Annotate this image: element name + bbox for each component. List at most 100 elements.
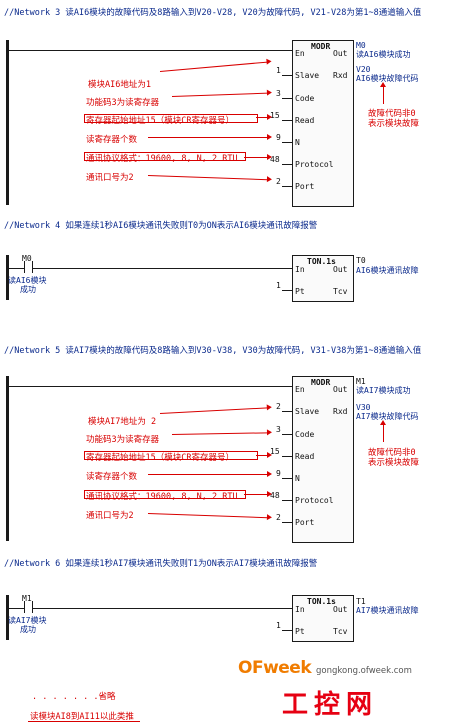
contact-var: M1 (22, 594, 32, 603)
rxd-desc: AI7模块故障代码 (356, 412, 419, 421)
input-wire (282, 411, 292, 412)
annotation-box (84, 490, 246, 499)
timer-name: TON.1s (307, 257, 336, 266)
pin-protocol: Protocol (295, 496, 334, 505)
pin-port: Port (295, 518, 315, 527)
timer-name: TON.1s (307, 597, 336, 606)
out-desc: 读AI6模块成功 (356, 50, 411, 59)
pin-port: Port (295, 182, 315, 191)
input-wire (282, 456, 292, 457)
n-value: 9 (276, 469, 281, 478)
out-desc: AI7模块通讯故障 (356, 606, 419, 615)
input-wire (282, 186, 292, 187)
pin-rxd: Rxd (333, 71, 348, 80)
rxd-var: V30 (356, 403, 371, 412)
annotation-arrow (159, 61, 268, 72)
code-value: 3 (276, 425, 281, 434)
annotation-protocol: 通讯协议格式：19600, 8, N, 2 RTU (86, 492, 238, 502)
n-value: 9 (276, 133, 281, 142)
contact-var: M0 (22, 254, 32, 263)
note-line2: 表示模块故障 (368, 458, 420, 468)
input-wire (282, 120, 292, 121)
contact-bar (24, 601, 25, 613)
pin-out: Out (333, 605, 348, 614)
input-wire (282, 75, 292, 76)
network-3-title: //Network 3 读AI6模块的故障代码及8路输入到V20-V28, V2… (4, 8, 422, 18)
pt-value: 1 (276, 281, 281, 290)
pin-rxd: Rxd (333, 407, 348, 416)
modr-block[interactable]: MODR En Out Rxd Slave Code Read N Protoc… (292, 40, 354, 207)
annotation-arrow (148, 471, 272, 477)
annotation-arrow (159, 407, 268, 414)
annotation-read: 寄存器起始地址15（模块CR寄存器号） (86, 116, 234, 126)
out-desc: 读AI7模块成功 (356, 386, 411, 395)
power-rail (6, 40, 9, 205)
annotation-port: 通讯口号为2 (86, 511, 134, 521)
input-wire (282, 630, 292, 631)
annotation-arrow (147, 175, 268, 181)
annotation-box (84, 114, 258, 123)
pin-in: In (295, 265, 305, 274)
block-name: MODR (311, 42, 331, 51)
annotation-box (84, 152, 246, 161)
annotation-read: 寄存器起始地址15（模块CR寄存器号） (86, 453, 234, 463)
out-desc: AI6模块通讯故障 (356, 266, 419, 275)
pin-pt: Pt (295, 627, 305, 636)
port-value: 2 (276, 513, 281, 522)
input-wire (282, 500, 292, 501)
input-wire (282, 142, 292, 143)
pin-tcv: Tcv (333, 627, 348, 636)
en-wire (9, 386, 292, 387)
slave-value: 2 (276, 402, 281, 411)
note-line1: 故障代码非0 (368, 109, 416, 119)
contact-bar (24, 261, 25, 273)
annotation-arrow (171, 432, 268, 435)
pt-value: 1 (276, 621, 281, 630)
input-wire (282, 98, 292, 99)
logo-cn: 工控网 (282, 690, 379, 720)
contact-desc: 读AI7模块 (8, 616, 47, 625)
annotation-box (84, 451, 258, 460)
rung-wire (33, 268, 292, 269)
out-var: M1 (356, 377, 366, 386)
ton-timer-block[interactable]: TON.1s In Out Pt Tcv (292, 255, 354, 302)
pin-n: N (295, 474, 300, 483)
annotation-n: 读寄存器个数 (86, 135, 138, 145)
read-value: 15 (270, 447, 280, 456)
contact-desc: 成功 (20, 285, 36, 294)
annotation-code: 功能码3为读寄存器 (86, 98, 160, 108)
pin-out: Out (333, 265, 348, 274)
note-line1: 故障代码非0 (368, 448, 416, 458)
pin-code: Code (295, 94, 315, 103)
rung-wire (9, 608, 24, 609)
out-var: T1 (356, 597, 366, 606)
pin-slave: Slave (295, 71, 320, 80)
network-4-title: //Network 4 如果连续1秒AI6模块通讯失败则T0为ON表示AI6模块… (4, 221, 318, 231)
annotation-arrow (147, 513, 268, 519)
en-wire (9, 50, 292, 51)
port-value: 2 (276, 177, 281, 186)
contact-desc: 成功 (20, 625, 36, 634)
input-wire (282, 434, 292, 435)
footer-omitted: . . . . . . .省略 (32, 692, 116, 702)
pin-en: En (295, 49, 305, 58)
pin-out: Out (333, 49, 348, 58)
annotation-arrow (256, 114, 272, 120)
pin-n: N (295, 138, 300, 147)
network-5-title: //Network 5 读AI7模块的故障代码及8路输入到V30-V38, V3… (4, 346, 422, 356)
input-wire (282, 522, 292, 523)
contact-bar (32, 601, 33, 613)
annotation-code: 功能码3为读寄存器 (86, 435, 160, 445)
power-rail (6, 255, 9, 300)
annotation-slave: 模块AI7地址为 2 (88, 417, 157, 427)
annotation-n: 读寄存器个数 (86, 472, 138, 482)
input-wire (282, 290, 292, 291)
annotation-protocol: 通讯协议格式：19600, 8, N, 2 RTU (86, 154, 238, 164)
ton-timer-block[interactable]: TON.1s In Out Pt Tcv (292, 595, 354, 642)
pin-in: In (295, 605, 305, 614)
logo-url: gongkong.ofweek.com (316, 666, 412, 676)
note-arrow (380, 82, 386, 104)
pin-code: Code (295, 430, 315, 439)
modr-block[interactable]: MODR En Out Rxd Slave Code Read N Protoc… (292, 376, 354, 543)
slave-value: 1 (276, 66, 281, 75)
